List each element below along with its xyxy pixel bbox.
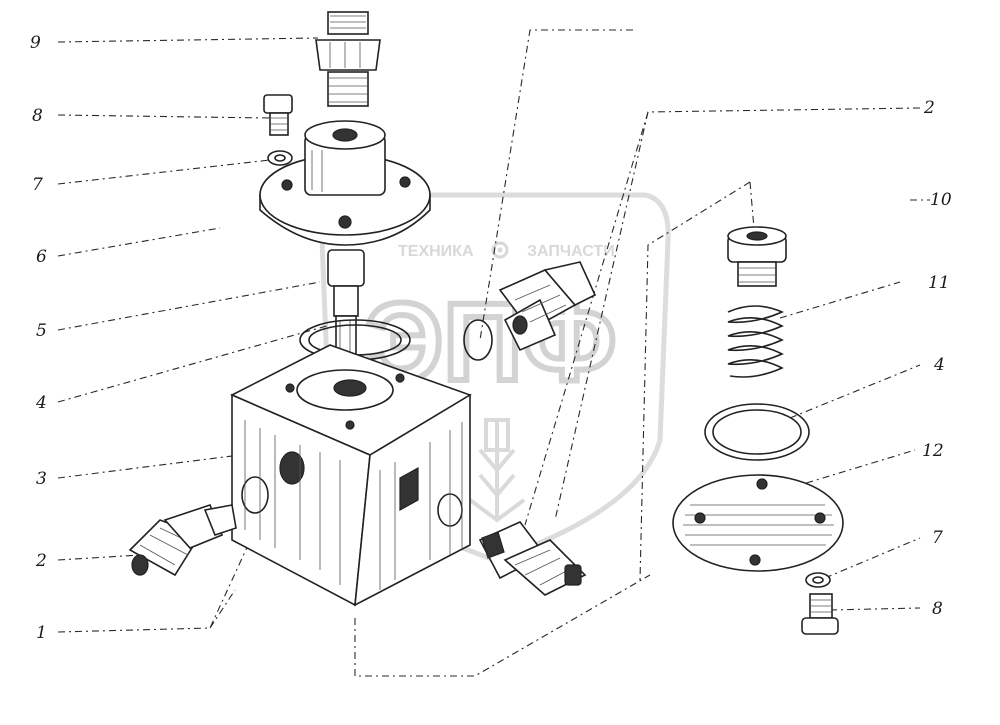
callout-1: 1 (36, 623, 47, 643)
part-7-washer-right (805, 572, 831, 588)
part-11-spring (727, 305, 784, 378)
callout-9: 9 (30, 33, 41, 53)
callout-8-right: 8 (932, 599, 943, 619)
callout-4-right: 4 (933, 355, 945, 375)
callout-11: 11 (928, 273, 950, 293)
callout-2-right: 2 (923, 98, 935, 118)
gear-icon (491, 241, 509, 259)
watermark-wheat-icon (468, 418, 526, 523)
part-2-fitting-top (463, 261, 597, 361)
part-9-fitting (315, 11, 381, 107)
callout-7-left: 7 (32, 175, 43, 195)
part-8-bolt-left (263, 94, 293, 136)
watermark: ТЕХНИКА ЗАПЧАСТИ ЭПФ (319, 192, 671, 563)
callout-5: 5 (36, 321, 47, 341)
watermark-text-left: ТЕХНИКА (398, 243, 474, 260)
part-5-plunger (327, 249, 365, 359)
callout-4-left: 4 (35, 393, 47, 413)
part-10-plug (727, 226, 787, 287)
watermark-text-right: ЗАПЧАСТИ (527, 243, 615, 260)
callout-6: 6 (36, 247, 47, 267)
part-6-flange-cover (259, 120, 431, 246)
callout-10: 10 (930, 190, 952, 210)
callout-8-left: 8 (32, 106, 43, 126)
callout-labels: 9 8 7 6 5 4 3 2 1 2 10 11 4 12 7 8 (30, 33, 952, 643)
part-8-bolt-right (801, 593, 839, 635)
callout-3: 3 (36, 469, 47, 489)
part-2-fitting-left (128, 504, 237, 577)
callout-2-left: 2 (35, 551, 47, 571)
callout-12: 12 (922, 441, 944, 461)
leader-lines (57, 29, 930, 677)
part-12-cover-plate (672, 474, 844, 572)
part-4-gasket-right (704, 403, 810, 461)
callout-7-right: 7 (932, 528, 943, 548)
part-3-body-block (230, 344, 472, 607)
part-7-washer-left (267, 150, 293, 166)
part-2-fitting-bottom (478, 521, 587, 596)
